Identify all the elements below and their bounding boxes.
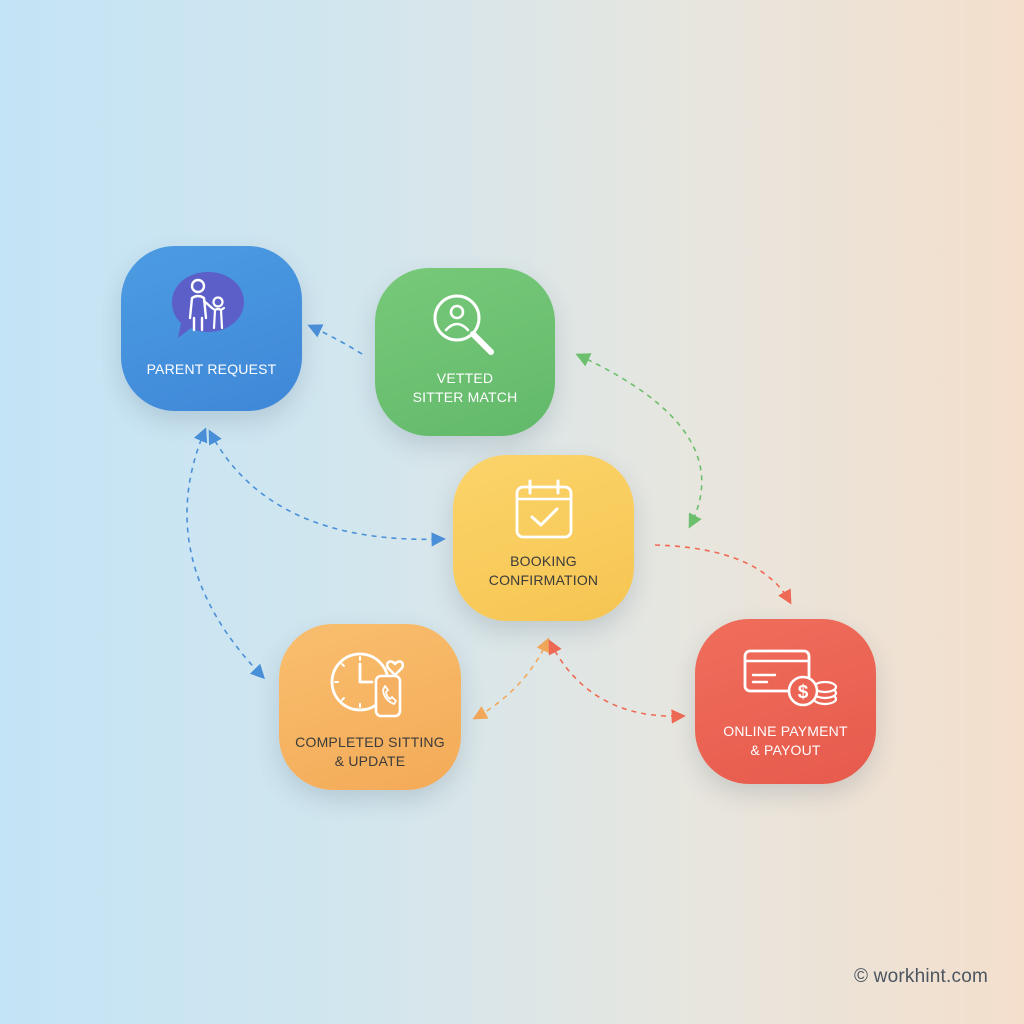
- node-label: COMPLETED SITTING & UPDATE: [295, 734, 445, 769]
- svg-text:$: $: [798, 682, 809, 703]
- node-label: BOOKING CONFIRMATION: [488, 553, 599, 588]
- parent-child-chat-icon: [168, 268, 248, 347]
- connector-parent-completed: [186, 427, 265, 680]
- node-label: PARENT REQUEST: [146, 361, 277, 377]
- watermark-credit: © workhint.com: [853, 966, 988, 987]
- connector-booking-completed: [472, 637, 550, 720]
- connector-parent-booking: [208, 429, 446, 547]
- node-label: ONLINE PAYMENT & PAYOUT: [723, 723, 848, 758]
- connector-vetted-to-parent: [307, 324, 363, 355]
- calendar-check-icon: [513, 477, 575, 546]
- connector-booking-payment-lower: [548, 639, 686, 724]
- node-parent-request: PARENT REQUEST: [121, 246, 302, 411]
- connector-vetted-booking: [575, 353, 703, 529]
- node-completed-sitting-update: COMPLETED SITTING & UPDATE: [279, 624, 461, 790]
- card-coins-icon: $: [741, 647, 841, 716]
- node-online-payment-payout: $ ONLINE PAYMENT & PAYOUT: [695, 619, 876, 784]
- magnifier-person-icon: [429, 290, 501, 361]
- node-vetted-sitter-match: VETTED SITTER MATCH: [375, 268, 555, 436]
- connector-booking-payment: [654, 544, 792, 605]
- node-label: VETTED SITTER MATCH: [412, 370, 518, 405]
- clock-phone-heart-icon: [328, 644, 412, 725]
- node-booking-confirmation: BOOKING CONFIRMATION: [453, 455, 634, 621]
